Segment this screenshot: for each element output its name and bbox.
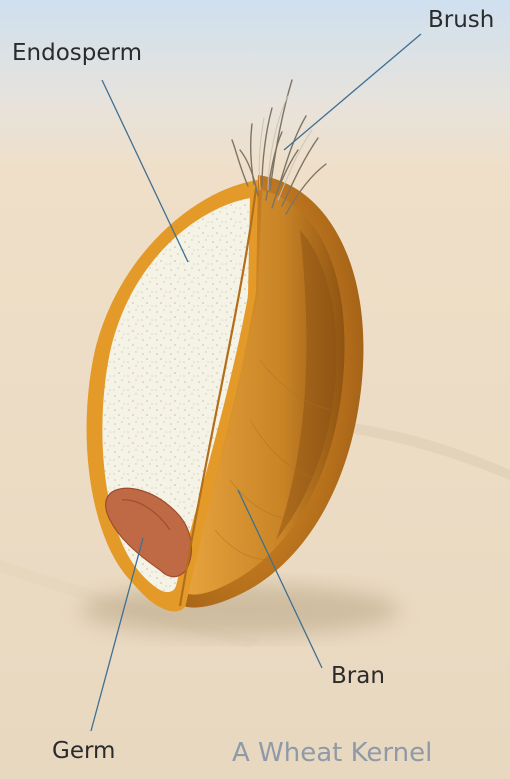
label-germ: Germ [52, 740, 115, 763]
diagram-caption: A Wheat Kernel [232, 738, 432, 768]
label-brush: Brush [428, 9, 494, 32]
label-bran: Bran [331, 665, 385, 688]
label-endosperm: Endosperm [12, 42, 142, 65]
